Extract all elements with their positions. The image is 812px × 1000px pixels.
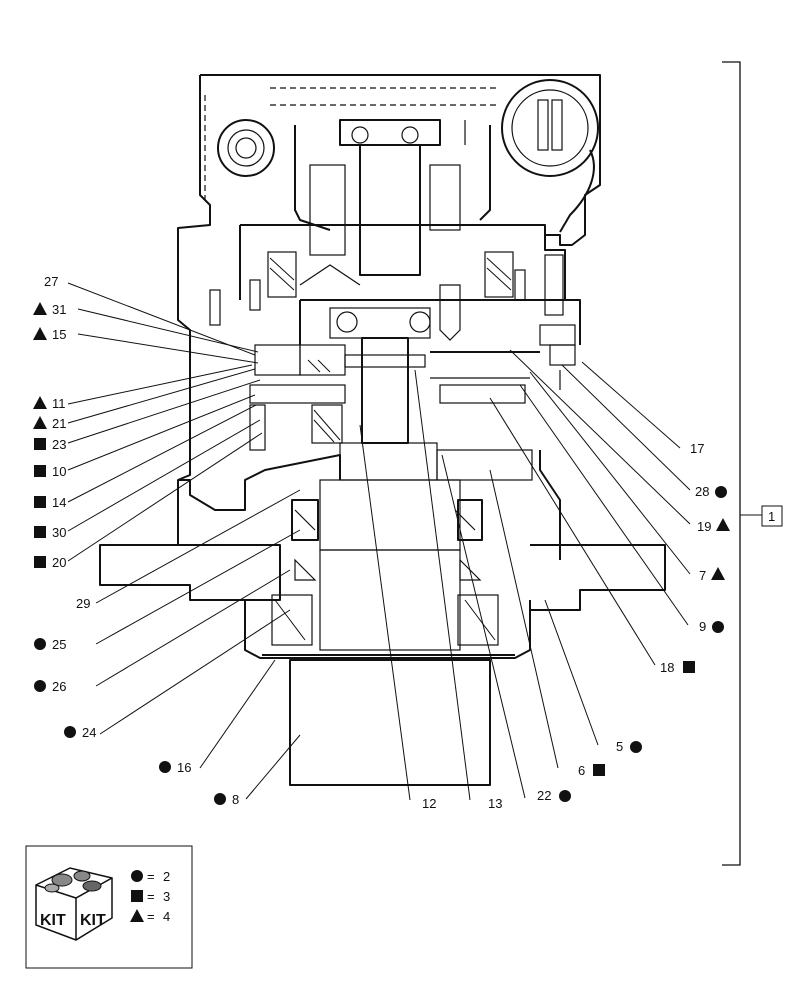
callout-23: 23 (34, 437, 66, 452)
circle-icon (34, 680, 46, 692)
callout-number: 19 (697, 519, 711, 534)
callout-25: 25 (34, 637, 66, 652)
callout-number: 10 (52, 464, 66, 479)
callout-24: 24 (64, 725, 96, 740)
legend-square-row: = 3 (131, 889, 170, 904)
callout-12: 12 (422, 796, 436, 811)
callout-13: 13 (488, 796, 502, 811)
callout-15: 15 (33, 327, 66, 342)
callout-28: 28 (695, 484, 727, 499)
callout-number: 18 (660, 660, 674, 675)
circle-icon (559, 790, 571, 802)
callout-22: 22 (537, 788, 571, 803)
square-icon (34, 526, 46, 538)
callout-number: 6 (578, 763, 585, 778)
triangle-icon (33, 302, 47, 315)
callout-27: 27 (44, 274, 58, 289)
callout-31: 31 (33, 302, 66, 317)
callout-number: 17 (690, 441, 704, 456)
callout-number: 25 (52, 637, 66, 652)
callout-16: 16 (159, 760, 191, 775)
callout-14: 14 (34, 495, 66, 510)
callout-number: 13 (488, 796, 502, 811)
legend-equals: = (147, 889, 155, 904)
motor-housing-drawing (99, 74, 666, 786)
square-icon (34, 496, 46, 508)
callout-number: 29 (76, 596, 90, 611)
kit-box-icon (35, 867, 113, 941)
callout-number: 15 (52, 327, 66, 342)
triangle-icon (33, 327, 47, 340)
callout-number: 16 (177, 760, 191, 775)
callout-30: 30 (34, 525, 66, 540)
triangle-icon (716, 518, 730, 531)
callout-29: 29 (76, 596, 90, 611)
legend-count: 4 (163, 909, 170, 924)
triangle-icon (711, 567, 725, 580)
square-icon (593, 764, 605, 776)
square-icon (34, 556, 46, 568)
callout-number: 9 (699, 619, 706, 634)
circle-icon (715, 486, 727, 498)
circle-icon (34, 638, 46, 650)
square-icon (34, 438, 46, 450)
callout-number: 24 (82, 725, 96, 740)
circle-icon (712, 621, 724, 633)
callout-number: 30 (52, 525, 66, 540)
callout-21: 21 (33, 416, 66, 431)
legend-equals: = (147, 909, 155, 924)
callout-number: 22 (537, 788, 551, 803)
callout-number: 27 (44, 274, 58, 289)
legend-circle-row: = 2 (131, 869, 170, 884)
legend-count: 3 (163, 889, 170, 904)
callout-26: 26 (34, 679, 66, 694)
legend-count: 2 (163, 869, 170, 884)
square-icon (34, 465, 46, 477)
callout-number: 20 (52, 555, 66, 570)
assembly-number: 1 (768, 509, 775, 524)
callout-number: 8 (232, 792, 239, 807)
leader-lines (67, 282, 691, 801)
circle-icon (159, 761, 171, 773)
callout-9: 9 (699, 619, 724, 634)
circle-icon (214, 793, 226, 805)
callout-8: 8 (214, 792, 239, 807)
callout-number: 28 (695, 484, 709, 499)
callout-number: 5 (616, 739, 623, 754)
callout-5: 5 (616, 739, 642, 754)
square-icon (131, 890, 143, 902)
callout-number: 7 (699, 568, 706, 583)
callout-number: 31 (52, 302, 66, 317)
kit-label-right: KIT (80, 912, 106, 929)
callout-10: 10 (34, 464, 66, 479)
callout-11: 11 (33, 396, 66, 411)
callout-19: 19 (697, 518, 730, 534)
circle-icon (630, 741, 642, 753)
triangle-icon (33, 416, 47, 429)
assembly-number-box (761, 505, 783, 527)
callout-20: 20 (34, 555, 66, 570)
legend-triangle-row: = 4 (130, 909, 170, 924)
triangle-icon (33, 396, 47, 409)
callout-number: 21 (52, 416, 66, 431)
callout-number: 14 (52, 495, 66, 510)
legend-equals: = (147, 869, 155, 884)
assembly-bracket: 1 (722, 61, 783, 866)
callout-number: 26 (52, 679, 66, 694)
circle-icon (131, 870, 143, 882)
square-icon (683, 661, 695, 673)
callout-17: 17 (690, 441, 704, 456)
callout-number: 11 (52, 396, 66, 411)
callout-7: 7 (699, 567, 725, 583)
kit-legend: KIT KIT = 2 = 3 = 4 (25, 845, 193, 969)
callout-18: 18 (660, 660, 695, 675)
circle-icon (64, 726, 76, 738)
triangle-icon (130, 909, 144, 922)
callout-number: 23 (52, 437, 66, 452)
callout-number: 12 (422, 796, 436, 811)
kit-label-left: KIT (40, 912, 66, 929)
callout-6: 6 (578, 763, 605, 778)
